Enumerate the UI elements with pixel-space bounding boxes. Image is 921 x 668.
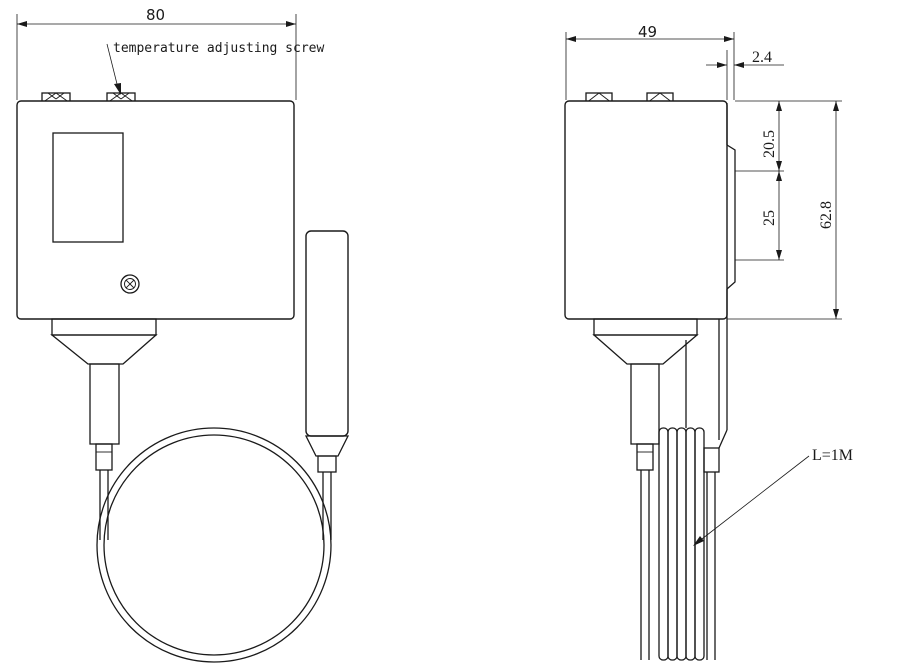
display-window	[52, 132, 124, 243]
capillary-length-note: L=1M	[693, 447, 853, 546]
dimension-80-label: 80	[146, 6, 165, 24]
screw-note-label: temperature adjusting screw	[113, 41, 324, 56]
dimension-2-4: 2.4	[706, 49, 784, 100]
side-housing	[564, 100, 728, 320]
front-housing	[16, 100, 295, 320]
dimension-20-5-label: 20.5	[761, 130, 778, 158]
dimension-2-4-label: 2.4	[752, 49, 772, 66]
front-fitting	[50, 318, 158, 540]
dimension-25-label: 25	[761, 210, 778, 226]
dimension-62-8-label: 62.8	[818, 201, 835, 229]
side-bulb	[685, 319, 728, 660]
dimension-vertical: 20.5 25 62.8	[727, 100, 842, 320]
adjust-knob-icon	[120, 274, 140, 294]
front-view: 80 temperature adjusting screw	[16, 6, 350, 663]
dimension-49-label: 49	[638, 23, 657, 41]
screw-note: temperature adjusting screw	[106, 41, 324, 95]
sensor-bulb	[304, 230, 350, 540]
dimension-49: 49	[565, 23, 735, 100]
dimension-80: 80	[16, 6, 297, 100]
side-cover	[726, 103, 736, 319]
side-view: 49 2.4	[564, 23, 853, 661]
side-fitting	[592, 318, 699, 660]
capillary-coil	[96, 427, 332, 663]
capillary-length-label: L=1M	[812, 447, 853, 464]
